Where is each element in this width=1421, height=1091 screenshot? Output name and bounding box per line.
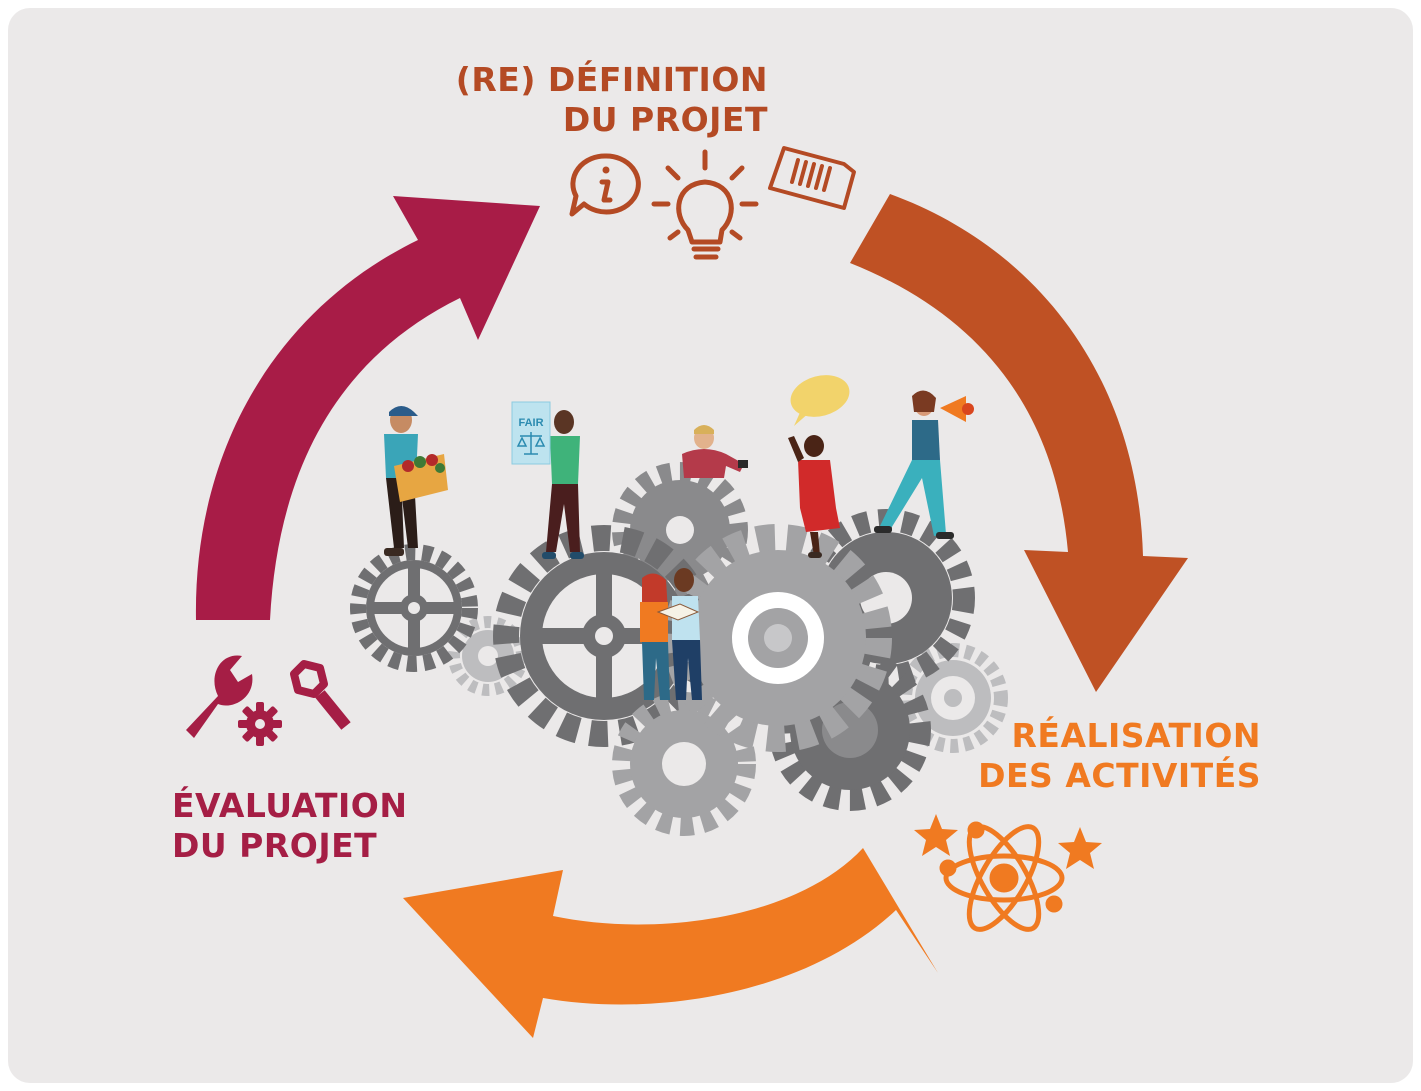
person-fair-sign: FAIR bbox=[511, 401, 584, 559]
person-speech-bubble bbox=[788, 375, 850, 558]
lightbulb-icon bbox=[651, 149, 759, 260]
person-phone bbox=[682, 425, 748, 478]
bolt-icon bbox=[290, 660, 351, 730]
person-farmer bbox=[384, 406, 448, 556]
wrench-icon bbox=[186, 655, 253, 738]
atom-icon bbox=[939, 821, 1065, 932]
evaluation-icons bbox=[186, 655, 351, 746]
definition-icons bbox=[569, 146, 856, 260]
cycle-artwork: FAIR bbox=[186, 146, 1188, 1038]
people-illustration: FAIR bbox=[384, 375, 974, 700]
person-megaphone bbox=[874, 390, 974, 539]
stage-title-definition-line2: DU PROJET bbox=[562, 100, 768, 139]
document-icon bbox=[768, 146, 856, 210]
info-bubble-icon bbox=[569, 153, 641, 217]
stage-title-evaluation-line2: DU PROJET bbox=[172, 826, 378, 865]
arrow-evaluation-to-definition bbox=[195, 196, 540, 620]
arrow-realisation-to-evaluation bbox=[403, 848, 938, 1038]
stage-title-evaluation-line1: ÉVALUATION bbox=[172, 786, 408, 825]
gear-big-center-right bbox=[664, 524, 892, 752]
star-icon bbox=[1058, 827, 1102, 869]
gear-icon bbox=[238, 702, 282, 746]
stage-title-realisation-line2: DES ACTIVITÉS bbox=[978, 756, 1261, 795]
person-couple bbox=[640, 568, 702, 700]
diagram-canvas: FAIR bbox=[8, 8, 1413, 1083]
star-icon bbox=[914, 814, 958, 856]
fair-sign-text: FAIR bbox=[518, 417, 543, 429]
stage-title-definition-line1: (RE) DÉFINITION bbox=[455, 60, 768, 99]
stage-title-realisation: RÉALISATION DES ACTIVITÉS bbox=[978, 716, 1261, 796]
stage-title-evaluation: ÉVALUATION DU PROJET bbox=[172, 786, 407, 866]
stage-title-definition: (RE) DÉFINITION DU PROJET bbox=[456, 60, 768, 140]
stage-title-realisation-line1: RÉALISATION bbox=[1011, 716, 1261, 755]
arrow-definition-to-realisation bbox=[850, 194, 1188, 692]
gear-left bbox=[350, 544, 478, 672]
realisation-icons bbox=[914, 814, 1102, 932]
